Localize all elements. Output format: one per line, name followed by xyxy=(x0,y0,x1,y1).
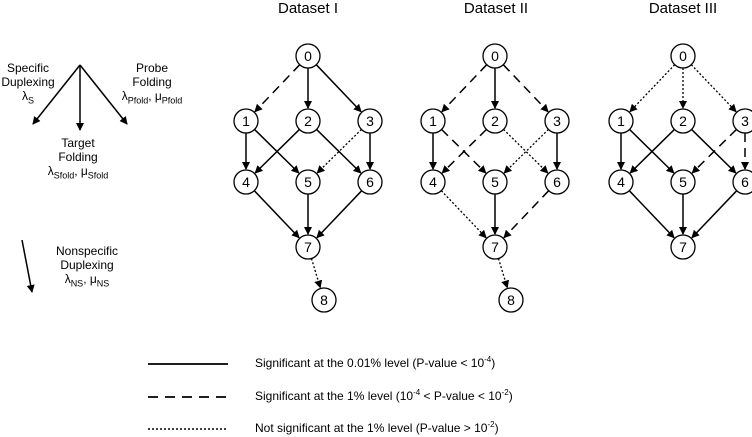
node-label-2: 2 xyxy=(304,113,312,129)
node-5 xyxy=(482,169,508,195)
edge-4-7 xyxy=(440,190,487,239)
node-label-1: 1 xyxy=(429,113,437,129)
node-1 xyxy=(233,108,259,134)
node-label-0: 0 xyxy=(679,48,687,64)
node-2 xyxy=(670,108,696,134)
key-nonspecific-label: Nonspecific Duplexing λNS, μNS xyxy=(55,244,119,289)
edge-6-7 xyxy=(503,190,550,239)
edge-0-1 xyxy=(629,64,676,113)
node-label-6: 6 xyxy=(553,174,561,190)
edge-2-4 xyxy=(629,128,675,174)
node-3 xyxy=(732,108,752,134)
node-0 xyxy=(482,43,508,69)
node-8 xyxy=(311,287,337,313)
dag-2: 0 1 2 3 4 5 6 7 8 xyxy=(420,43,570,313)
edge-7-8 xyxy=(310,258,323,289)
key-target-label: Target Folding λSfold, μSfold xyxy=(47,136,109,181)
node-label-2: 2 xyxy=(491,113,499,129)
node-label-7: 7 xyxy=(679,239,687,255)
node-4 xyxy=(608,169,634,195)
node-label-8: 8 xyxy=(320,292,328,308)
node-1 xyxy=(420,108,446,134)
edge-4-7 xyxy=(253,190,300,239)
node-5 xyxy=(670,169,696,195)
edge-2-4 xyxy=(254,128,300,174)
edge-6-7 xyxy=(691,190,738,239)
node-label-3: 3 xyxy=(553,113,561,129)
node-3 xyxy=(544,108,570,134)
node-label-8: 8 xyxy=(507,292,515,308)
node-label-4: 4 xyxy=(429,174,437,190)
dag-1: 0 1 2 3 4 5 6 7 8 xyxy=(233,43,383,313)
node-label-0: 0 xyxy=(304,48,312,64)
node-2 xyxy=(482,108,508,134)
edge-2-6 xyxy=(316,128,362,174)
node-label-0: 0 xyxy=(491,48,499,64)
edge-0-1 xyxy=(441,64,488,113)
node-7 xyxy=(295,234,321,260)
node-1 xyxy=(608,108,634,134)
node-5 xyxy=(295,169,321,195)
node-0 xyxy=(295,43,321,69)
node-7 xyxy=(670,234,696,260)
legend-text-dashed: Significant at the 1% level (10-4 < P-va… xyxy=(255,388,513,403)
node-label-4: 4 xyxy=(242,174,250,190)
edge-0-3 xyxy=(315,64,362,113)
node-6 xyxy=(732,169,752,195)
panel-title-1: Dataset I xyxy=(277,0,339,17)
node-label-5: 5 xyxy=(491,174,499,190)
node-0 xyxy=(670,43,696,69)
edge-6-7 xyxy=(316,190,363,239)
node-7 xyxy=(482,234,508,260)
edge-7-8 xyxy=(497,258,510,289)
dag-3: 0 1 2 3 4 5 6 7 xyxy=(608,43,752,260)
node-label-7: 7 xyxy=(304,239,312,255)
legend-text-solid: Significant at the 0.01% level (P-value … xyxy=(255,355,496,370)
node-label-1: 1 xyxy=(617,113,625,129)
node-4 xyxy=(233,169,259,195)
node-label-3: 3 xyxy=(741,113,749,129)
node-8 xyxy=(498,287,524,313)
edge-0-3 xyxy=(502,64,549,113)
panel-title-2: Dataset II xyxy=(463,0,529,17)
edge-2-4 xyxy=(441,128,487,174)
node-label-2: 2 xyxy=(679,113,687,129)
panel-title-3: Dataset III xyxy=(648,0,718,17)
node-label-7: 7 xyxy=(491,239,499,255)
key-arrow-nonspecific xyxy=(21,239,35,293)
key-specific-label: Specific Duplexing λS xyxy=(1,61,55,106)
node-label-5: 5 xyxy=(304,174,312,190)
node-label-1: 1 xyxy=(242,113,250,129)
legend-text-dotted: Not significant at the 1% level (P-value… xyxy=(255,420,499,435)
node-2 xyxy=(295,108,321,134)
edge-3-5 xyxy=(691,128,737,174)
node-label-6: 6 xyxy=(741,174,749,190)
node-label-3: 3 xyxy=(366,113,374,129)
node-label-5: 5 xyxy=(679,174,687,190)
node-label-6: 6 xyxy=(366,174,374,190)
key-arrow-probe xyxy=(79,64,128,125)
key-arrow-specific xyxy=(32,64,81,125)
node-3 xyxy=(357,108,383,134)
edge-0-1 xyxy=(254,64,301,113)
edge-4-7 xyxy=(628,190,675,239)
node-4 xyxy=(420,169,446,195)
node-6 xyxy=(357,169,383,195)
node-label-4: 4 xyxy=(617,174,625,190)
key-probe-label: Probe Folding λPfold, μPfold xyxy=(121,61,183,106)
node-6 xyxy=(544,169,570,195)
edge-0-3 xyxy=(690,64,737,113)
